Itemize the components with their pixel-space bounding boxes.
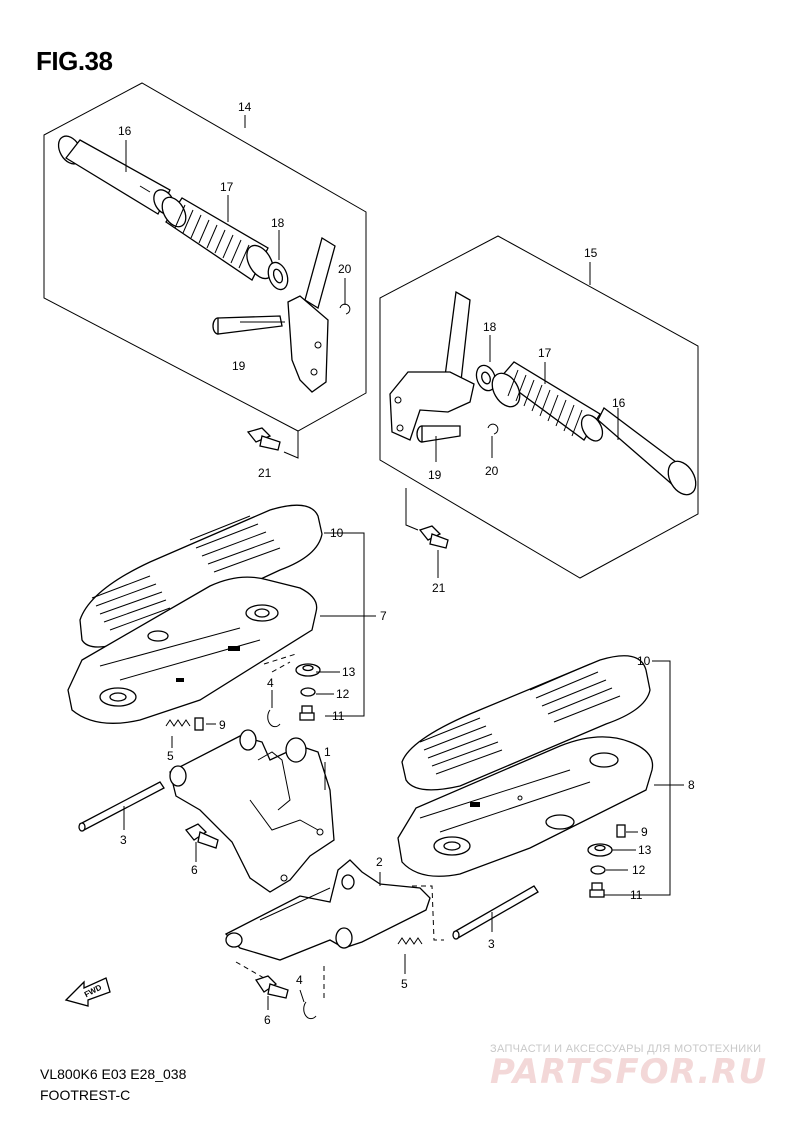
callout-12-right: 12 xyxy=(632,863,646,877)
callout-17-left: 17 xyxy=(220,180,234,194)
bolt-21-left xyxy=(246,427,281,451)
spring-5-left xyxy=(165,719,191,748)
callout-19-left: 19 xyxy=(232,359,246,373)
callout-8: 8 xyxy=(688,778,695,792)
spring-5-right xyxy=(397,937,423,974)
callout-15: 15 xyxy=(584,246,598,260)
rod-3-left xyxy=(78,781,165,832)
callout-20-right: 20 xyxy=(485,464,499,478)
callout-19-right: 19 xyxy=(428,468,442,482)
callout-6-upper: 6 xyxy=(191,863,198,877)
watermark-logo: PARTSFOR.RU xyxy=(490,1052,768,1092)
section-name: FOOTREST-C xyxy=(40,1087,131,1103)
bolt-6-lower xyxy=(235,961,289,1010)
callout-3-left: 3 xyxy=(120,833,127,847)
callout-17-right: 17 xyxy=(538,346,552,360)
callout-11-right: 11 xyxy=(630,888,643,902)
callout-5-left: 5 xyxy=(167,749,174,763)
callout-16-left: 16 xyxy=(118,124,132,138)
clip-4-right xyxy=(303,1001,317,1020)
figure-title: FIG.38 xyxy=(36,46,113,76)
callout-7: 7 xyxy=(380,609,387,623)
rod-3-right xyxy=(452,885,539,940)
callout-6-lower: 6 xyxy=(264,1013,271,1027)
bracket-2 xyxy=(224,859,444,961)
clip-4-left xyxy=(267,709,281,728)
callout-11-left: 11 xyxy=(332,709,345,723)
callout-labels: 1 2 3 3 4 4 5 5 6 6 7 8 9 9 10 10 11 11 … xyxy=(83,100,695,1027)
callout-10-left: 10 xyxy=(330,526,344,540)
callout-9-right: 9 xyxy=(641,825,648,839)
bolt-21-right xyxy=(418,525,449,549)
callout-10-right: 10 xyxy=(637,654,651,668)
assembly-14-left-footpeg xyxy=(43,82,367,459)
callout-4-left: 4 xyxy=(267,676,274,690)
bolt-6-upper xyxy=(184,823,219,862)
floorboard-right xyxy=(397,655,684,898)
assembly-15-right-footpeg xyxy=(379,235,699,579)
watermark-tagline: ЗАПЧАСТИ И АКСЕССУАРЫ ДЛЯ МОТОТЕХНИКИ xyxy=(490,1043,762,1055)
callout-21-left: 21 xyxy=(258,466,272,480)
callout-5-right: 5 xyxy=(401,977,408,991)
footpeg-rubber-right xyxy=(491,361,604,442)
callout-20-left: 20 xyxy=(338,262,352,276)
callout-13-left: 13 xyxy=(342,665,356,679)
fwd-arrow-icon xyxy=(64,977,111,1007)
callout-18-right: 18 xyxy=(483,320,497,334)
callout-12-left: 12 xyxy=(336,687,350,701)
callout-18-left: 18 xyxy=(271,216,285,230)
model-code: VL800K6 E03 E28_038 xyxy=(40,1066,187,1082)
callout-4-right: 4 xyxy=(296,973,303,987)
floorboard-left xyxy=(67,504,376,731)
callout-21-right: 21 xyxy=(432,581,446,595)
callout-14: 14 xyxy=(238,100,252,114)
callout-13-right: 13 xyxy=(638,843,652,857)
callout-9-left: 9 xyxy=(219,718,226,732)
callout-16-right: 16 xyxy=(612,396,626,410)
callout-2: 2 xyxy=(376,855,383,869)
callout-3-right: 3 xyxy=(488,937,495,951)
callout-1: 1 xyxy=(324,745,331,759)
footpeg-rubber-left xyxy=(161,196,274,281)
bracket-1 xyxy=(169,729,335,893)
